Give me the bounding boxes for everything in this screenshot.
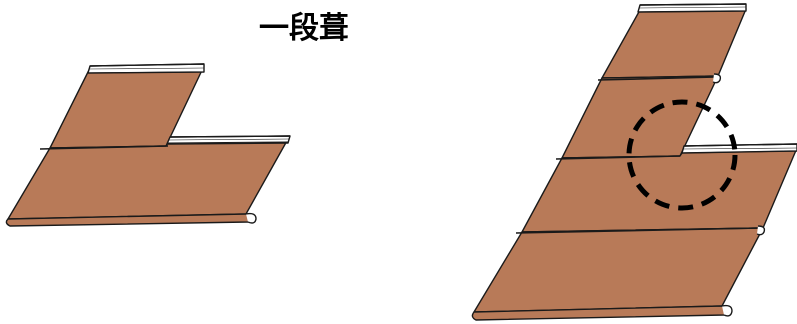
left-lower-panel <box>5 135 291 227</box>
left-panel-assembly <box>5 63 291 227</box>
highlight-circle <box>626 99 738 211</box>
right-panel-assembly <box>471 3 797 321</box>
diagram-title: 一段葺 <box>259 11 349 46</box>
right-panel-row-1 <box>601 3 747 79</box>
left-upper-panel <box>49 63 205 149</box>
right-panel-row-4 <box>471 225 766 321</box>
